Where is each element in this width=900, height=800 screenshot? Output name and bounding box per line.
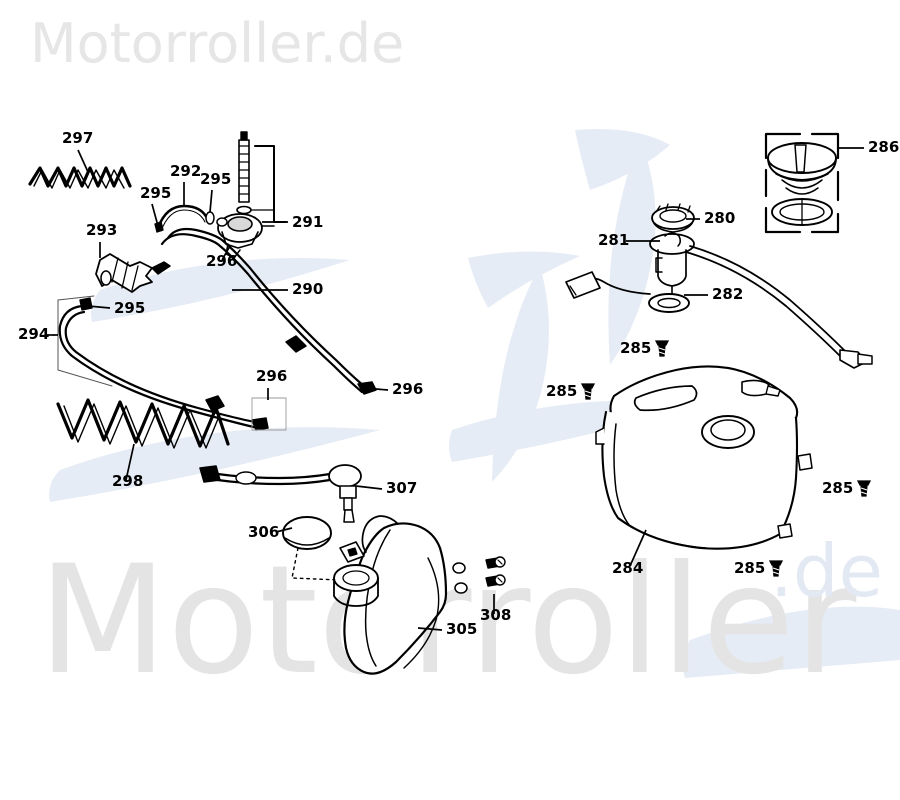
part-number-text: 296 bbox=[256, 367, 287, 385]
part-label-280: 280 bbox=[686, 209, 735, 227]
part-294-fuel-line bbox=[45, 295, 287, 431]
sender-float-arm bbox=[565, 271, 651, 299]
part-number-text: 295 bbox=[140, 184, 171, 202]
part-label-282: 282 bbox=[684, 285, 743, 303]
part-number-text: 297 bbox=[62, 129, 93, 147]
part-number-text: 306 bbox=[248, 523, 279, 541]
part-label-293: 293 bbox=[86, 221, 117, 258]
leader-line bbox=[77, 149, 89, 173]
part-282-sender-gasket bbox=[648, 293, 690, 313]
part-label-295: 295 bbox=[87, 299, 145, 317]
part-number-text: 296 bbox=[206, 252, 237, 270]
part-number-text: 290 bbox=[292, 280, 323, 298]
part-label-296: 296 bbox=[256, 367, 287, 400]
part-label-305: 305 bbox=[417, 620, 477, 638]
part-number-text: 285 bbox=[822, 479, 853, 497]
part-label-307: 307 bbox=[355, 479, 417, 497]
part-label-290: 290 bbox=[232, 280, 323, 298]
part-number-text: 305 bbox=[446, 620, 477, 638]
screw-icon bbox=[768, 560, 784, 577]
part-number-text: 298 bbox=[112, 472, 143, 490]
part-number-text: 285 bbox=[734, 559, 765, 577]
part-label-297: 297 bbox=[62, 129, 93, 173]
screw-icon bbox=[856, 480, 872, 497]
leader-line bbox=[629, 529, 647, 567]
leader-line bbox=[151, 203, 159, 227]
part-label-284: 284 bbox=[612, 529, 647, 577]
part-label-291: 291 bbox=[262, 213, 323, 231]
part-number-text: 295 bbox=[114, 299, 145, 317]
watermark-top: Motorroller.de bbox=[30, 12, 404, 75]
leader-line bbox=[355, 485, 383, 490]
part-number-text: 291 bbox=[292, 213, 323, 231]
part-label-296: 296 bbox=[206, 245, 237, 270]
watermark-layer: Motorroller.de Motorroller .de bbox=[30, 12, 900, 708]
part-label-285: 285 bbox=[822, 479, 872, 497]
part-label-285: 285 bbox=[546, 382, 596, 400]
watermark-bottom: Motorroller bbox=[38, 534, 857, 708]
part-number-text: 296 bbox=[392, 380, 423, 398]
part-291-fuel-valve bbox=[217, 131, 287, 259]
part-label-281: 281 bbox=[598, 231, 660, 249]
part-label-286: 286 bbox=[838, 138, 899, 156]
part-label-285: 285 bbox=[620, 339, 670, 357]
part-number-text: 294 bbox=[18, 325, 49, 343]
part-286-fuel-cap bbox=[764, 132, 840, 234]
part-293-fuel-filter bbox=[95, 253, 171, 293]
part-281-sender-flange bbox=[649, 232, 695, 303]
leader-line bbox=[363, 387, 389, 391]
leader-line bbox=[275, 527, 293, 533]
left-assembly-group bbox=[28, 131, 506, 675]
part-label-292: 292 bbox=[170, 162, 201, 206]
dashed-box bbox=[764, 132, 840, 234]
part-number-text: 285 bbox=[546, 382, 577, 400]
part-number-text: 292 bbox=[170, 162, 201, 180]
part-284-fuel-tank bbox=[595, 365, 813, 550]
leader-line bbox=[417, 627, 443, 631]
part-number-text: 308 bbox=[480, 606, 511, 624]
leader-line bbox=[209, 189, 213, 213]
part-number-text: 293 bbox=[86, 221, 117, 239]
part-297-spring-small bbox=[28, 166, 132, 189]
part-label-285: 285 bbox=[734, 559, 784, 577]
part-number-text: 285 bbox=[620, 339, 651, 357]
right-assembly-group bbox=[565, 132, 873, 550]
part-number-text: 286 bbox=[868, 138, 899, 156]
part-308-screws bbox=[485, 556, 506, 587]
screw-icon bbox=[580, 383, 596, 400]
part-label-298: 298 bbox=[112, 443, 143, 490]
part-label-294: 294 bbox=[18, 325, 58, 343]
part-label-295: 295 bbox=[140, 184, 171, 227]
part-label-308: 308 bbox=[480, 594, 511, 624]
part-298-spring-large bbox=[56, 398, 230, 449]
part-number-text: 295 bbox=[200, 170, 231, 188]
part-label-296: 296 bbox=[363, 380, 423, 398]
part-label-295: 295 bbox=[200, 170, 231, 213]
part-305-coolant-reservoir bbox=[333, 515, 468, 675]
part-number-text: 281 bbox=[598, 231, 629, 249]
part-number-text: 280 bbox=[704, 209, 735, 227]
leader-line bbox=[125, 443, 135, 481]
leader-line bbox=[221, 245, 231, 261]
part-number-text: 282 bbox=[712, 285, 743, 303]
part-number-text: 284 bbox=[612, 559, 643, 577]
screw-icon bbox=[485, 574, 506, 587]
part-306-reservoir-cap bbox=[282, 516, 332, 550]
watermark-bottom-suffix: .de bbox=[770, 529, 883, 613]
part-307-overflow-hose bbox=[199, 464, 362, 523]
part-292-vent-hose bbox=[154, 204, 228, 233]
part-280-sender-ring bbox=[651, 203, 695, 233]
screw-icon bbox=[485, 556, 506, 569]
screw-icon bbox=[654, 340, 670, 357]
tank-fuel-hose bbox=[685, 245, 873, 369]
part-number-text: 307 bbox=[386, 479, 417, 497]
leader-line bbox=[87, 305, 111, 309]
part-label-306: 306 bbox=[248, 523, 293, 541]
